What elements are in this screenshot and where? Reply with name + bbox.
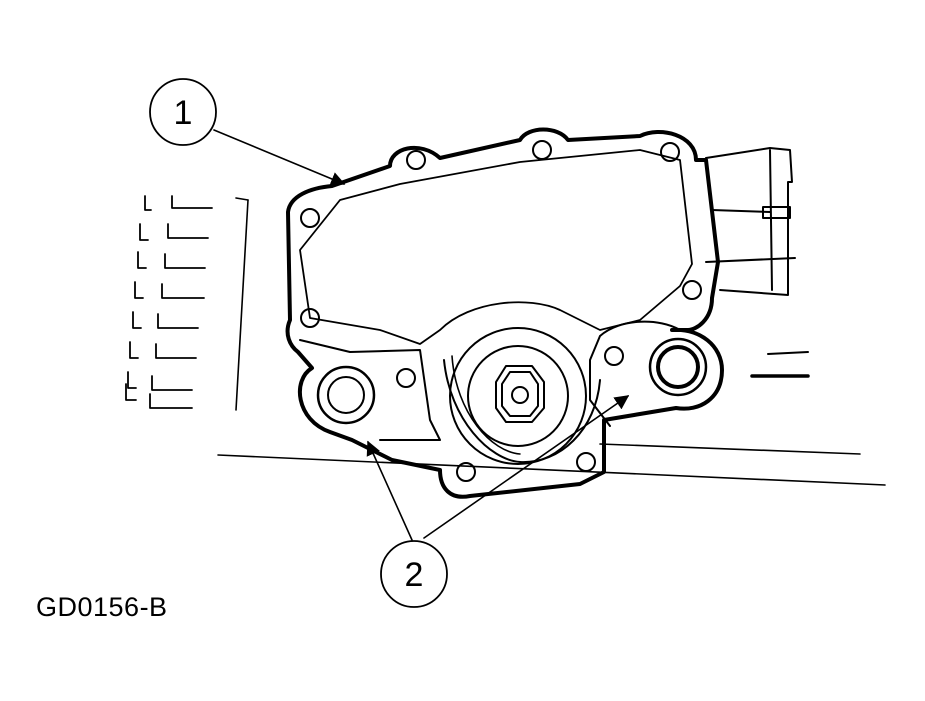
connector-housing	[705, 147, 796, 296]
figure-id-label: GD0156-B	[36, 592, 168, 622]
leader-line-2a	[366, 440, 413, 541]
switch-lower-flange	[299, 320, 681, 441]
hex-nut	[495, 365, 545, 423]
callout-circle-1	[149, 78, 217, 146]
leader-line-1	[213, 129, 346, 186]
case-side-lines	[750, 351, 810, 378]
gasket-inner-outline	[299, 149, 693, 345]
case-fins	[125, 195, 213, 409]
callout-label-1: 1	[174, 94, 193, 132]
shaft-bore	[443, 327, 601, 465]
callout-label-2: 2	[405, 556, 424, 594]
ground-lines	[217, 197, 886, 486]
leader-line-2b	[423, 395, 630, 539]
switch-body-outline	[285, 127, 724, 499]
callout-circle-2	[380, 540, 448, 608]
leader-lines	[213, 129, 630, 541]
gasket-bolt-holes	[300, 140, 702, 482]
mounting-bolts	[316, 337, 708, 425]
